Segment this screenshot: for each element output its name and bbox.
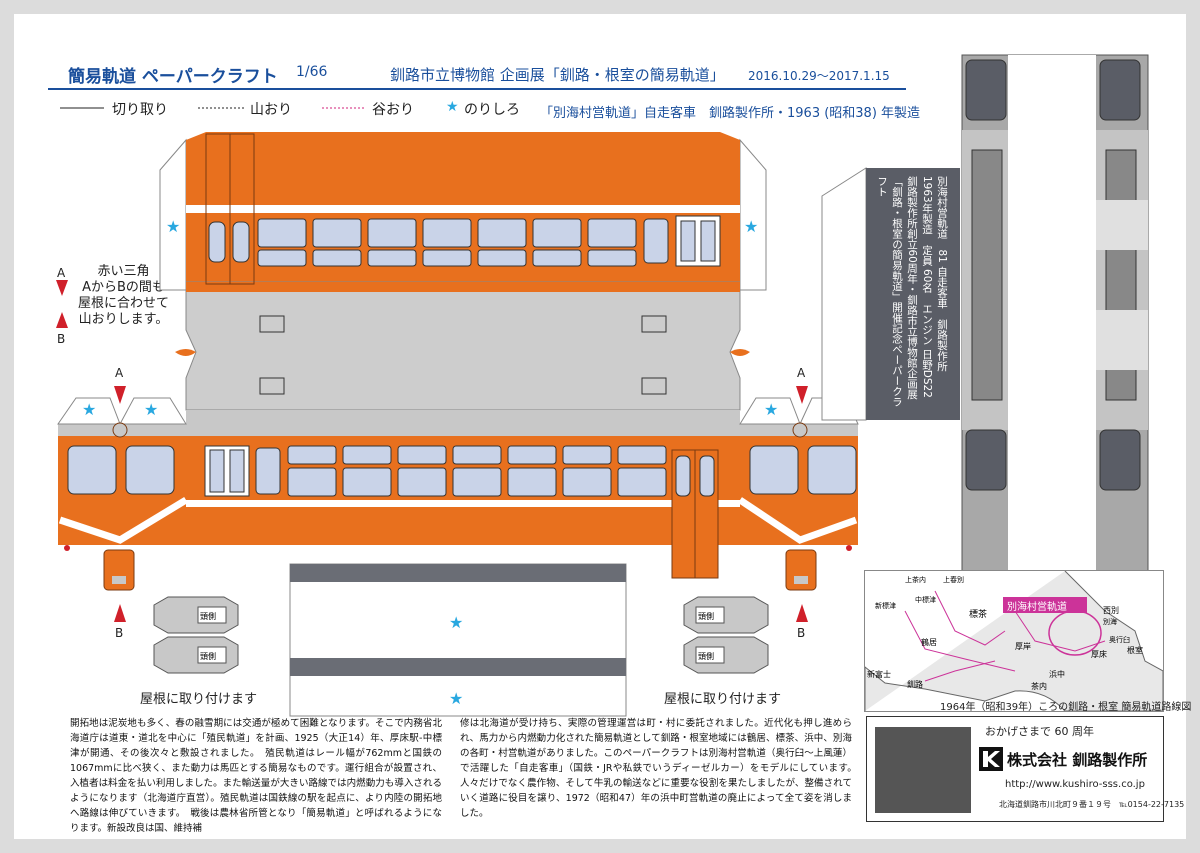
legend-valley-fold: 谷おり <box>372 102 414 118</box>
front-part-label: 頭側 <box>698 612 714 621</box>
anniversary-text: おかげさまで 60 周年 <box>985 725 1094 738</box>
map-place: 上春別 <box>943 576 964 584</box>
map-caption: 1964年（昭和39年）ころの釧路・根室 簡易軌道路線図 <box>940 702 1192 713</box>
map-highlight-label: 別海村営軌道 <box>1007 602 1067 613</box>
star-icon: ★ <box>82 400 97 419</box>
front-part-label: 頭側 <box>200 612 216 621</box>
fold-triangle-markers <box>56 280 68 328</box>
marker-b-right: B <box>797 626 806 640</box>
star-icon: ★ <box>446 99 459 115</box>
star-icon: ★ <box>449 613 464 632</box>
star-icon: ★ <box>764 400 779 419</box>
sponsor-ad: おかげさまで 60 周年 株式会社 釧路製作所 http://www.kushi… <box>866 716 1184 822</box>
map-place: 釧路 <box>907 680 923 689</box>
route-map-lines <box>865 571 1163 711</box>
title-rule <box>48 88 906 90</box>
page-title: 簡易軌道 ペーパークラフト <box>68 67 278 87</box>
marker-a-right: A <box>797 366 806 380</box>
map-place: 厚床 <box>1091 650 1107 659</box>
attach-label-right: 屋根に取り付けます <box>664 692 782 707</box>
star-icon: ★ <box>166 217 181 236</box>
front-parts-right <box>683 596 769 674</box>
company-address: 北海道釧路市川北町９番１９号 ℡0154-22-7135 <box>999 800 1185 809</box>
marker-b-label: B <box>57 332 66 346</box>
history-text-right: 修は北海道が受け持ち、実際の管理運営は町・村に委託されました。近代化も押し進めら… <box>460 718 862 819</box>
map-place: 標茶 <box>969 610 988 620</box>
exhibition-dates: 2016.10.29〜2017.1.15 <box>748 69 890 83</box>
map-place: 上茶内 <box>905 576 926 584</box>
front-part-label: 頭側 <box>698 652 714 661</box>
star-icon: ★ <box>449 689 464 708</box>
marker-a-label: A <box>57 266 66 280</box>
scale-label: 1/66 <box>296 64 328 80</box>
map-place: 中標津 <box>915 596 936 604</box>
legend-glue: のりしろ <box>464 102 520 118</box>
map-place: 別海 <box>1103 618 1117 626</box>
map-place: 鶴居 <box>921 638 937 647</box>
map-place: 新標津 <box>875 602 896 610</box>
history-text-left: 開拓地は泥炭地も多く、春の融雪期には交通が極めて困難となります。そこで内務省北海… <box>70 718 442 834</box>
marker-b-left: B <box>115 626 124 640</box>
map-place: 根室 <box>1127 646 1143 655</box>
company-url[interactable]: http://www.kushiro-sss.co.jp <box>1005 779 1145 790</box>
legend-cut: 切り取り <box>112 102 168 118</box>
map-place: 奥行臼 <box>1109 636 1130 644</box>
star-icon: ★ <box>144 400 159 419</box>
front-part-label: 頭側 <box>200 652 216 661</box>
map-place: 浜中 <box>1049 670 1065 679</box>
route-map: 別海村営軌道 上茶内 上春別 中標津 新標津 標茶 西別 別海 奥行臼 根室 厚… <box>864 570 1164 712</box>
star-icon: ★ <box>744 217 759 236</box>
legend-mountain-fold: 山おり <box>250 102 292 118</box>
fold-note: 赤い三角 AからBの間も 屋根に合わせて 山おりします。 <box>78 264 170 327</box>
legend-lines <box>60 107 366 109</box>
map-place: 新富士 <box>867 670 891 679</box>
company-logo-icon <box>979 747 1003 771</box>
map-place: 西別 <box>1103 606 1119 615</box>
exhibition-title: 釧路市立博物館 企画展「釧路・根室の簡易軌道」 <box>390 66 725 84</box>
company-name: 株式会社 釧路製作所 <box>1007 751 1148 769</box>
factory-photo <box>875 727 971 813</box>
marker-a-left: A <box>115 366 124 380</box>
front-parts-left <box>153 596 239 674</box>
model-subtitle: 「別海村営軌道」自走客車 釧路製作所・1963 (昭和38) 年製造 <box>540 106 921 121</box>
attach-label-left: 屋根に取り付けます <box>140 692 258 707</box>
underside-caption: 別海村営軌道 81 自走客車 釧路製作所 1963年製造 定員 60名 エンジン… <box>876 176 948 407</box>
map-place: 茶内 <box>1031 682 1047 691</box>
map-place: 厚岸 <box>1015 642 1031 651</box>
